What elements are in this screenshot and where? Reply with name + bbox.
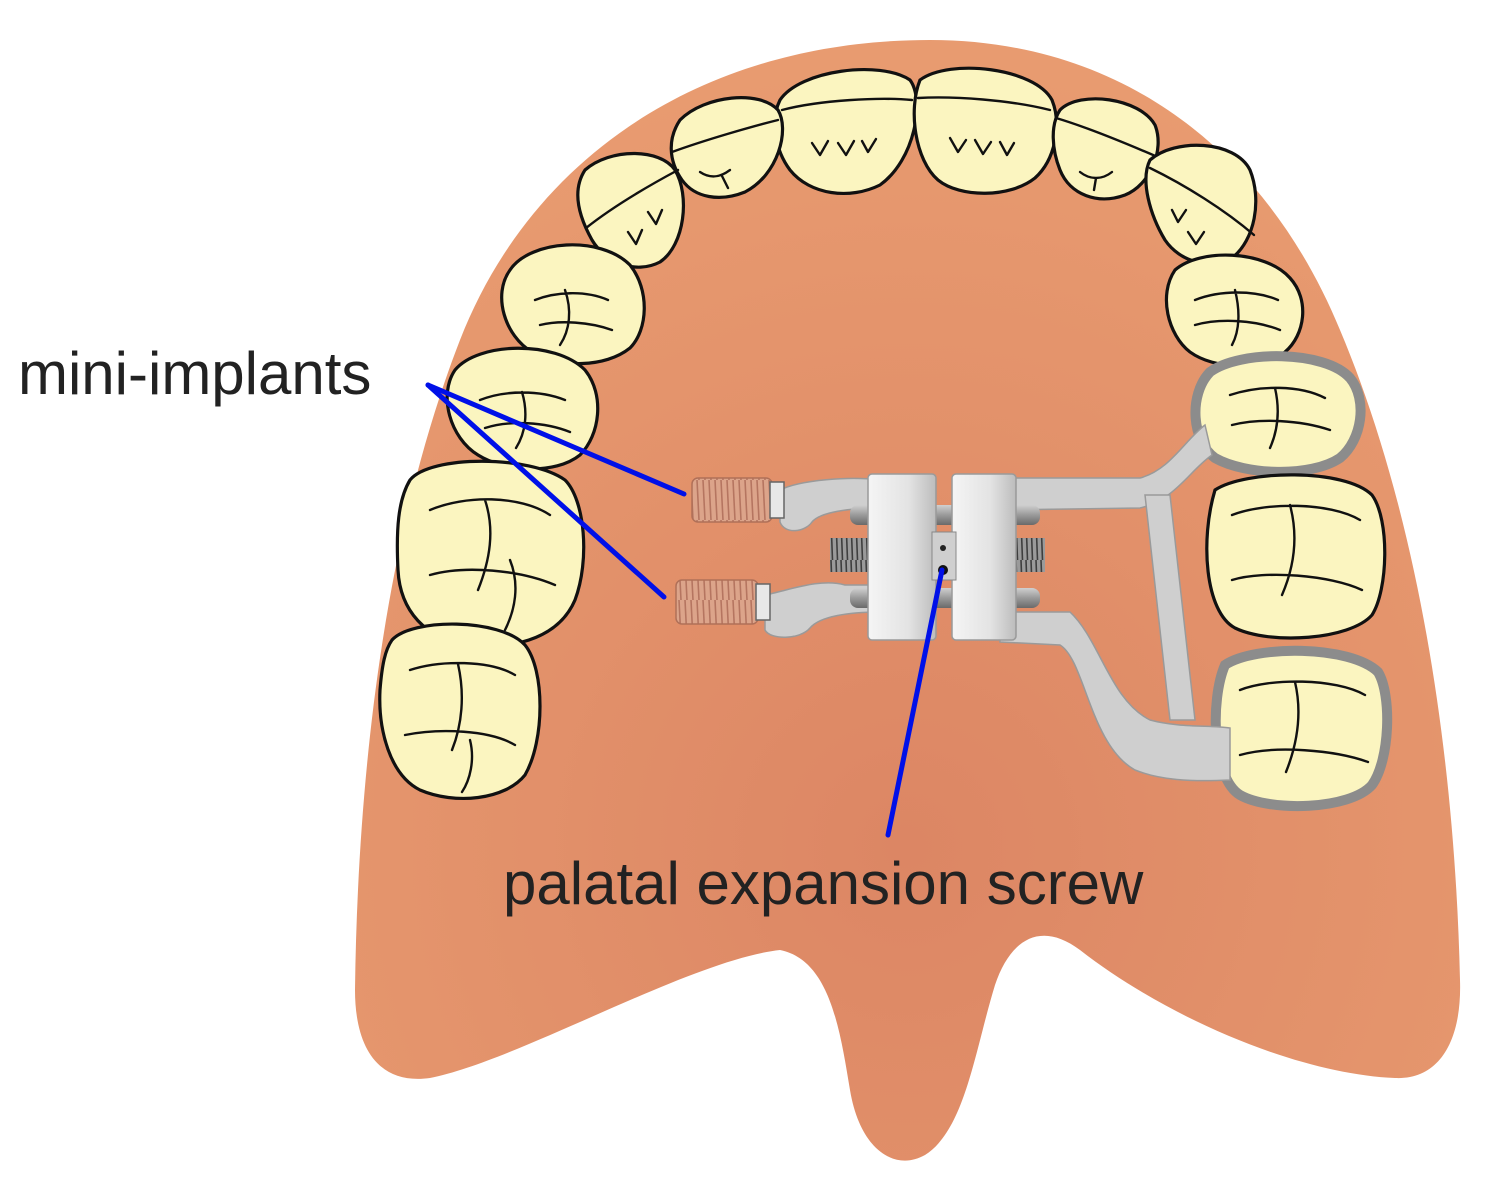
mini-implants-label: mini-implants (18, 340, 371, 407)
leader-lines (425, 382, 945, 838)
mini-implant-icon (675, 579, 771, 625)
tooth-icon (576, 152, 686, 269)
tooth-icon (1190, 351, 1366, 477)
tooth-icon (1051, 97, 1162, 201)
tooth-icon (912, 66, 1059, 195)
tooth-icon (445, 346, 600, 471)
tooth-icon (1164, 253, 1305, 367)
tooth-icon (500, 243, 646, 366)
mini-implant-icon (691, 477, 785, 523)
tooth-icon (1210, 645, 1393, 812)
tooth-icon (378, 622, 542, 801)
tooth-icon (395, 459, 586, 648)
tooth-icon (669, 96, 785, 199)
tooth-icon (773, 68, 919, 196)
tooth-icon (1205, 473, 1387, 640)
expansion-screw-icon (830, 473, 1045, 641)
palatal-expansion-screw-label: palatal expansion screw (503, 850, 1144, 917)
appliance-frame (764, 423, 1231, 782)
